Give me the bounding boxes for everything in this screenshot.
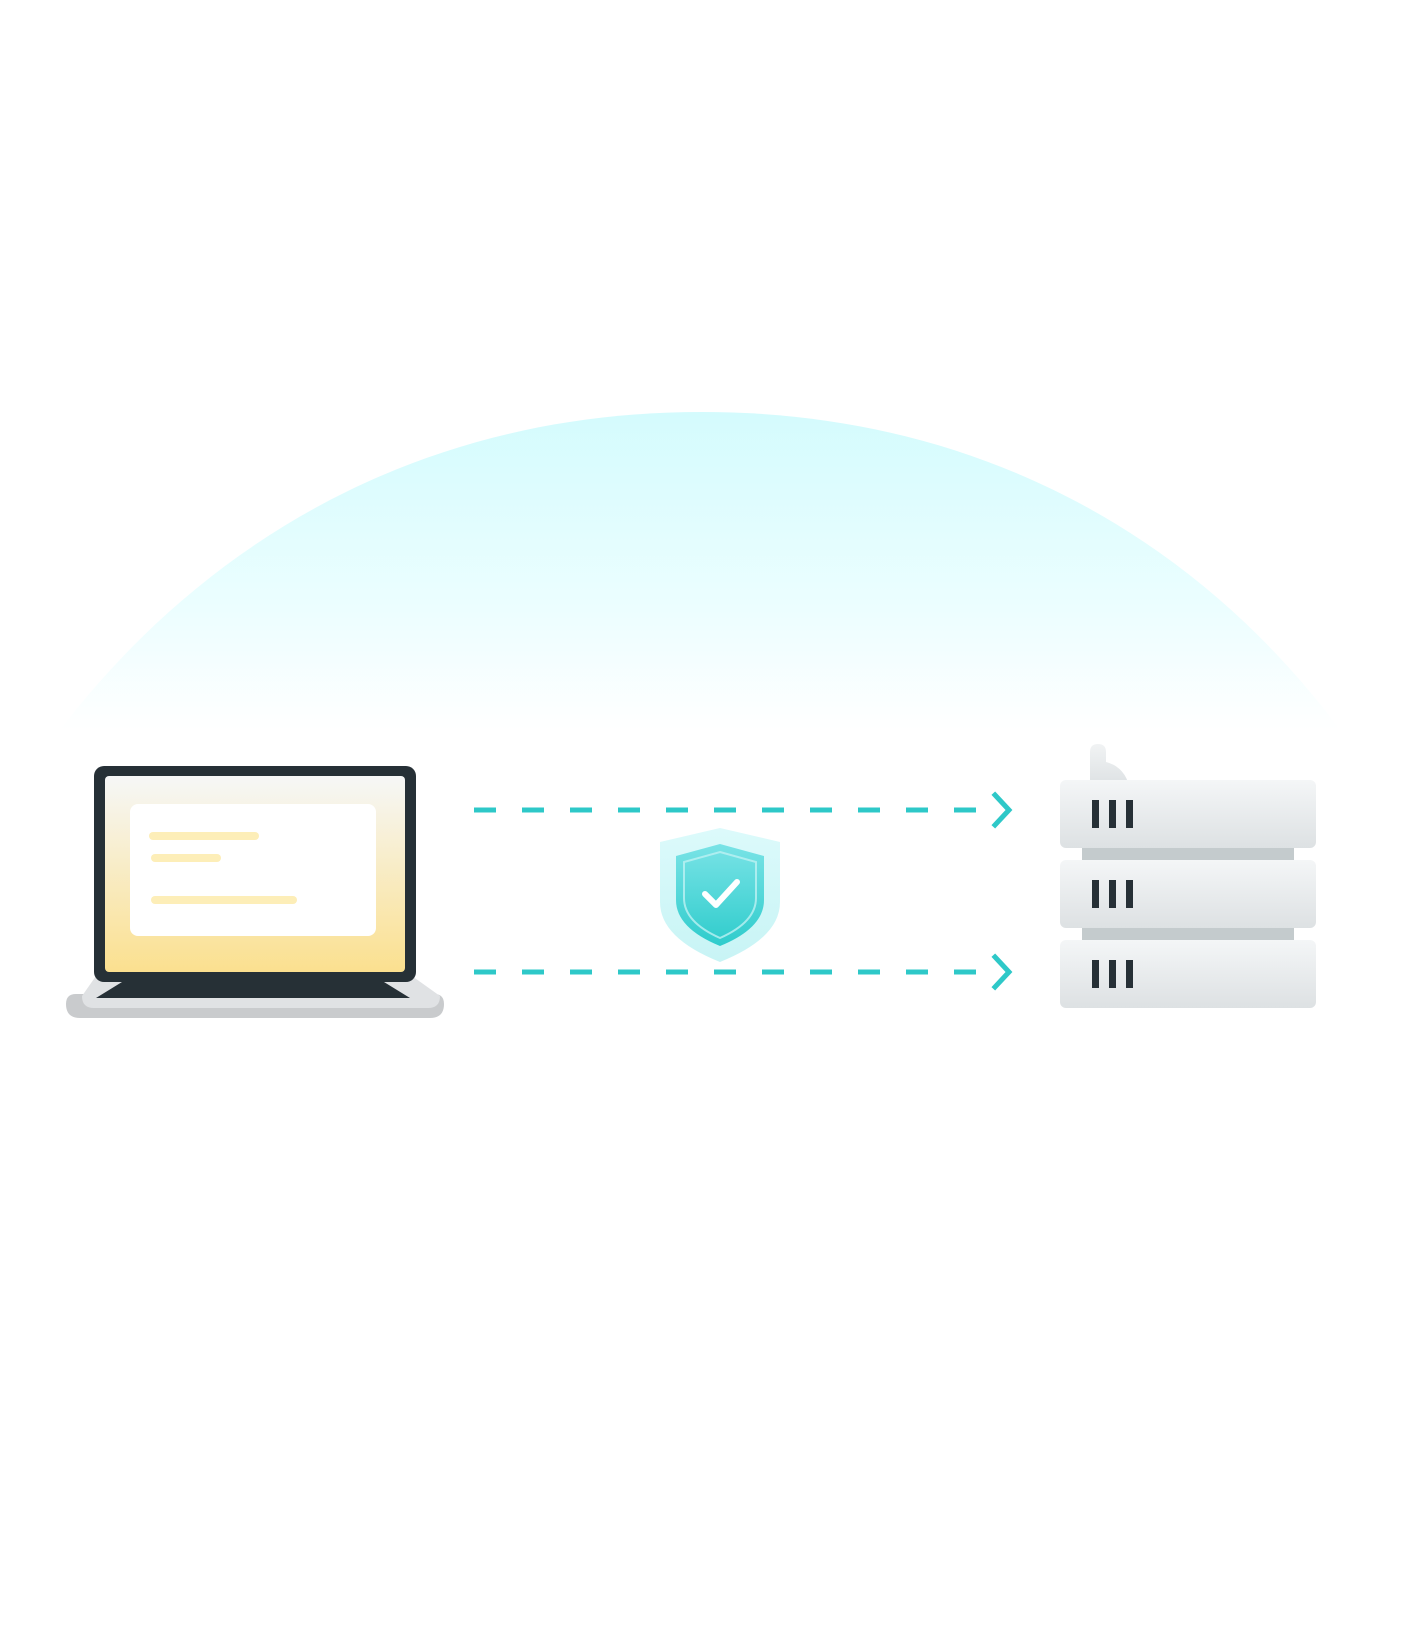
server-slot xyxy=(1126,880,1133,908)
server-slot xyxy=(1092,880,1099,908)
laptop-text-line xyxy=(149,832,259,840)
server-slot xyxy=(1092,800,1099,828)
shield-inner-outline xyxy=(683,850,757,940)
laptop-keyboard xyxy=(96,982,410,998)
server-slot xyxy=(1109,800,1116,828)
shield-check-icon xyxy=(660,828,780,962)
server-unit xyxy=(1060,780,1316,848)
server-rack-icon xyxy=(1060,744,1316,1008)
shield-inner xyxy=(676,844,764,946)
server-slot xyxy=(1126,960,1133,988)
server-unit xyxy=(1060,860,1316,928)
laptop-text-line xyxy=(151,854,221,862)
server-spacer xyxy=(1082,846,1294,860)
arrow-chevron-icon xyxy=(991,791,1013,829)
laptop-text-line xyxy=(151,896,297,904)
laptop-window xyxy=(130,804,376,936)
arrow-chevron-icon xyxy=(991,953,1013,991)
checkmark-icon xyxy=(702,879,740,908)
connection-top xyxy=(474,791,1013,829)
connection-bottom xyxy=(474,953,1013,991)
server-antenna xyxy=(1090,744,1128,782)
server-spacer xyxy=(1082,926,1294,940)
server-slot xyxy=(1126,800,1133,828)
server-slot xyxy=(1092,960,1099,988)
server-unit xyxy=(1060,940,1316,1008)
server-slot xyxy=(1109,880,1116,908)
server-slot xyxy=(1109,960,1116,988)
protection-dome xyxy=(60,412,1340,730)
laptop-icon xyxy=(66,766,444,1018)
